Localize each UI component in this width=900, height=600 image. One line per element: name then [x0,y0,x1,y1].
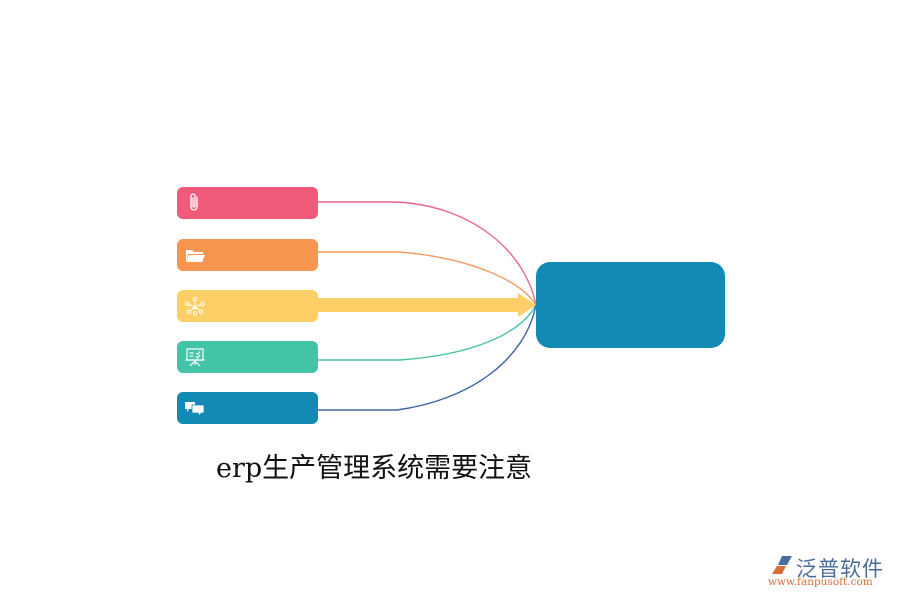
fanpu-logo[interactable]: 泛普软件 www.fanpusoft.com [768,553,893,593]
item-bar-2[interactable] [177,239,318,271]
logo-brand-text: 泛普软件 [796,557,884,581]
main-arrow [316,293,536,317]
connector-4 [318,304,537,361]
item-bar-4[interactable] [177,341,318,373]
diagram-caption: erp生产管理系统需要注意 [216,453,533,484]
chat-bubbles-icon [185,402,205,417]
connector-1 [318,201,537,306]
connector-5 [318,304,537,411]
folder-open-icon [186,250,205,262]
presentation-board-icon [185,348,205,367]
target-box[interactable] [536,262,725,348]
network-icon [185,296,205,316]
item-bar-1[interactable] [177,187,318,219]
item-bar-5[interactable] [177,392,318,424]
paperclip-icon [190,193,198,211]
item-bar-3[interactable] [177,290,318,322]
logo-mark-icon [772,556,792,574]
connector-2 [318,251,537,306]
logo-url-text: www.fanpusoft.com [768,576,873,588]
